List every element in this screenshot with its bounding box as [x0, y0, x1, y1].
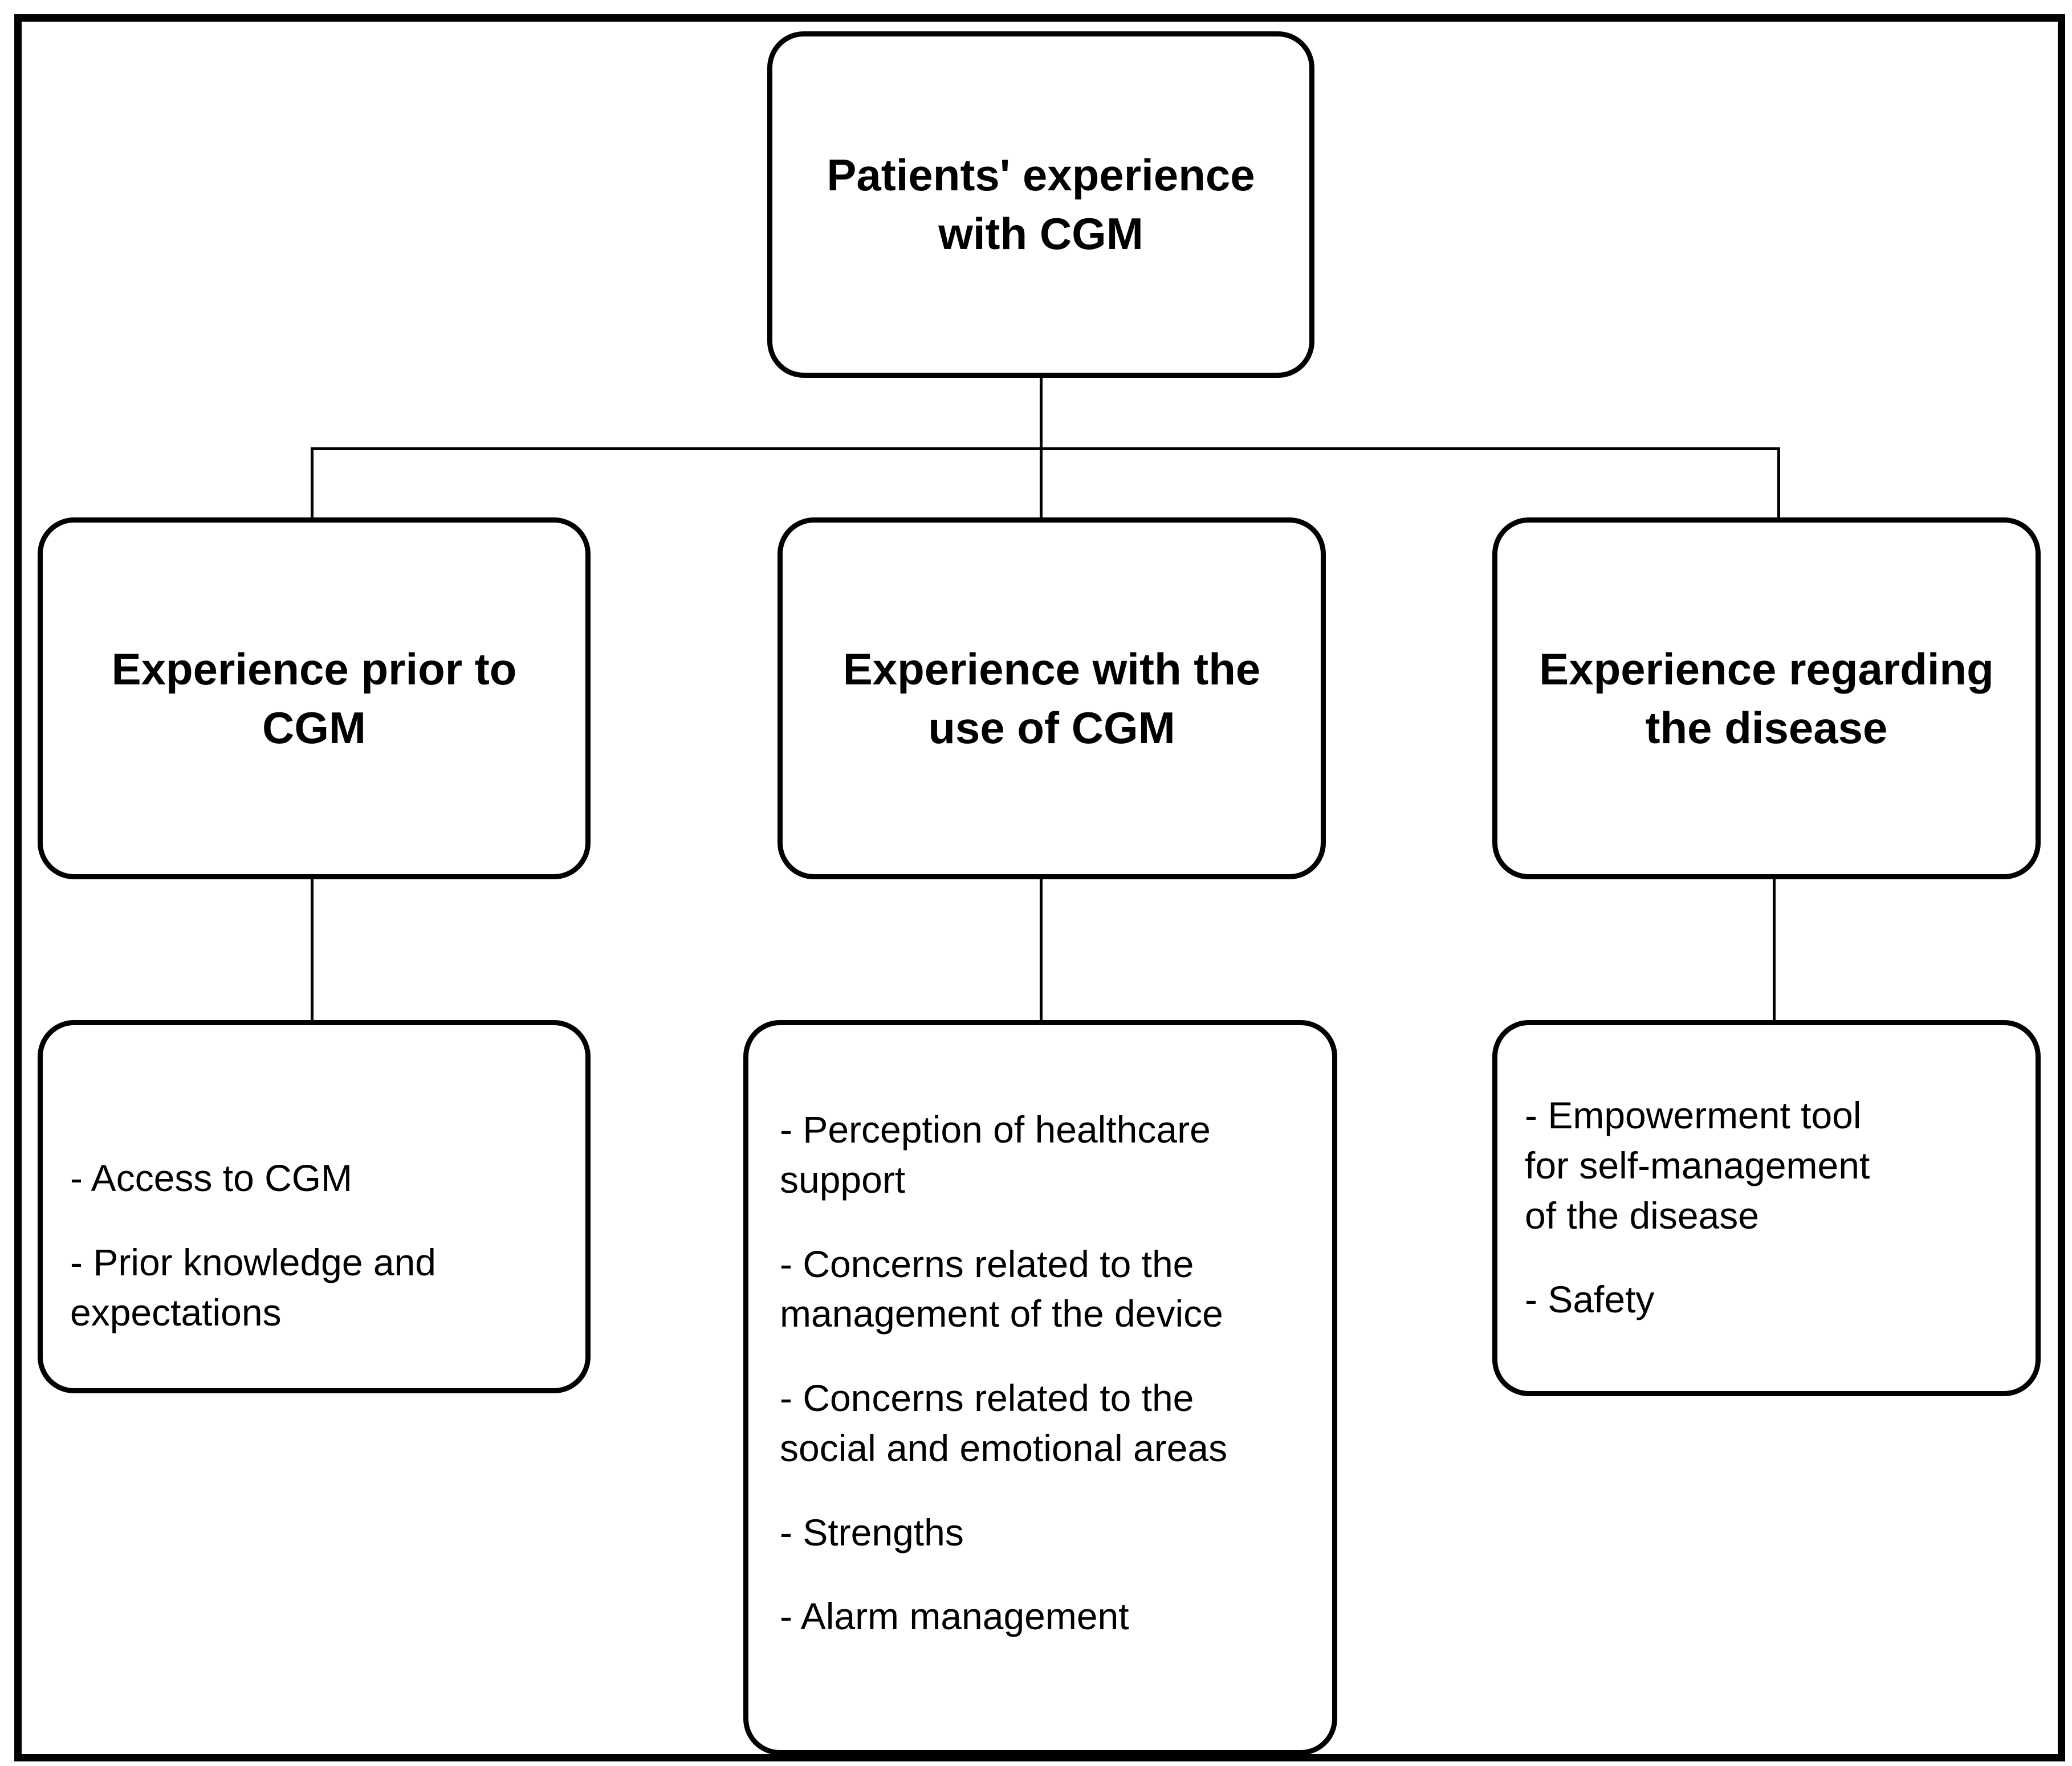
bullet-item: - Empowerment tool for self-management o…: [1525, 1094, 1870, 1237]
bullet-item: - Safety: [1525, 1278, 1655, 1321]
root-node: Patients' experience with CGM: [767, 31, 1314, 378]
connector-branch-to-leaf-right: [1773, 878, 1776, 1020]
connector-branch-to-leaf-left: [311, 878, 314, 1020]
bullet-item: - Alarm management: [780, 1595, 1129, 1638]
bullet-item: - Concerns related to the social and emo…: [780, 1377, 1228, 1469]
leaf-node-regarding-disease: - Empowerment tool for self-management o…: [1492, 1020, 2041, 1396]
connector-drop-right: [1777, 447, 1780, 517]
connector-drop-middle: [1040, 447, 1043, 517]
leaf-node-prior-cgm: - Access to CGM - Prior knowledge and ex…: [38, 1020, 591, 1393]
connector-branch-to-leaf-middle: [1040, 878, 1043, 1020]
branch-node-regarding-disease: Experience regarding the disease: [1492, 517, 2041, 879]
root-node-title: Patients' experience with CGM: [827, 150, 1255, 259]
branch-node-title: Experience with the use of CGM: [842, 643, 1261, 753]
branch-node-prior-cgm: Experience prior to CGM: [38, 517, 591, 879]
branch-node-use-of-cgm: Experience with the use of CGM: [777, 517, 1326, 879]
connector-root-stem: [1040, 376, 1043, 450]
bullet-item: - Strengths: [780, 1511, 964, 1553]
bullet-item: - Access to CGM: [70, 1157, 353, 1199]
bullet-item: - Concerns related to the management of …: [780, 1242, 1223, 1335]
connector-horizontal-bus: [311, 447, 1780, 450]
bullet-item: - Perception of healthcare support: [780, 1108, 1211, 1201]
branch-node-title: Experience prior to CGM: [111, 643, 517, 753]
diagram-frame: [14, 14, 2065, 1761]
branch-node-title: Experience regarding the disease: [1539, 643, 1994, 753]
connector-drop-left: [311, 447, 314, 517]
bullet-item: - Prior knowledge and expectations: [70, 1241, 437, 1333]
leaf-node-use-of-cgm: - Perception of healthcare support - Con…: [743, 1020, 1337, 1755]
